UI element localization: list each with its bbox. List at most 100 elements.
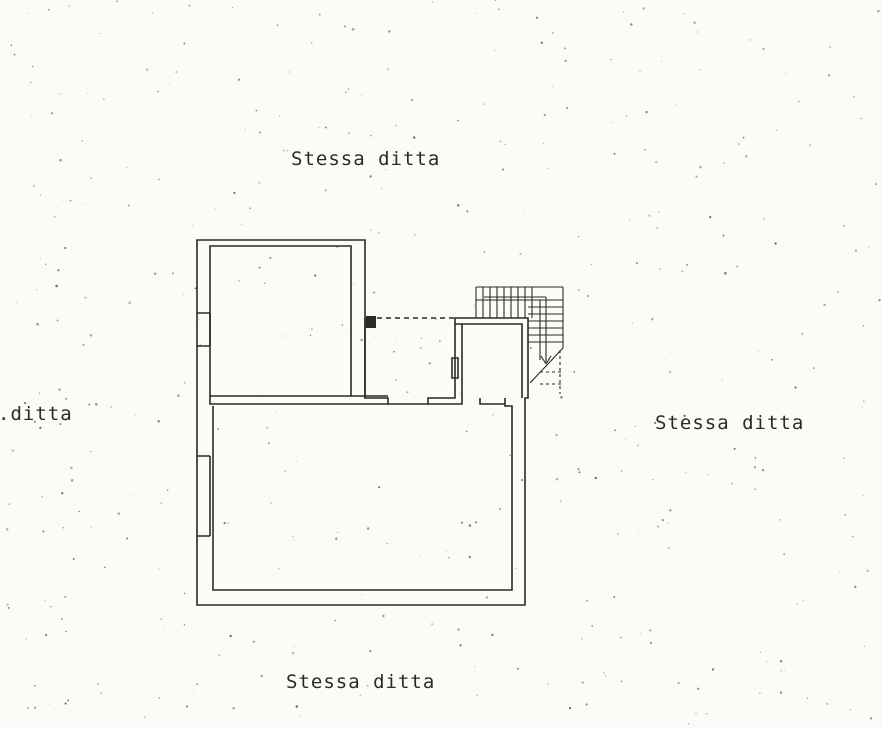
paper-speck [654, 421, 657, 424]
paper-speck [135, 415, 136, 417]
paper-speck [8, 503, 11, 505]
small-room-door [479, 398, 505, 405]
paper-speck [668, 370, 672, 374]
paper-speck [231, 7, 234, 9]
paper-speck [535, 16, 539, 20]
paper-speck [295, 460, 297, 462]
paper-speck [754, 488, 757, 490]
paper-speck [65, 630, 68, 633]
paper-speck [318, 13, 321, 16]
paper-speck [47, 703, 49, 705]
paper-speck [160, 502, 162, 504]
paper-speck [722, 234, 725, 237]
paper-speck [6, 603, 9, 606]
paper-speck [711, 668, 715, 671]
paper-speck [543, 142, 545, 144]
paper-speck [177, 394, 180, 397]
paper-speck [465, 430, 468, 433]
paper-speck [828, 74, 831, 77]
paper-speck [11, 449, 14, 452]
paper-speck [89, 334, 93, 337]
paper-speck [348, 132, 350, 134]
paper-speck [590, 263, 593, 266]
paper-speck [604, 675, 606, 677]
paper-speck [681, 270, 684, 273]
paper-speck [457, 98, 459, 100]
paper-speck [826, 703, 829, 705]
paper-speck [721, 379, 723, 381]
paper-speck [244, 129, 246, 131]
paper-speck [683, 12, 686, 15]
paper-speck [385, 169, 387, 171]
paper-speck [446, 550, 448, 552]
paper-speck [877, 9, 880, 13]
paper-speck [483, 250, 486, 253]
paper-speck [620, 636, 622, 639]
paper-speck [637, 529, 639, 531]
paper-speck [359, 694, 362, 697]
paper-speck [779, 669, 782, 672]
paper-speck [515, 567, 517, 570]
paper-speck [126, 167, 128, 169]
paper-speck [652, 478, 654, 481]
paper-speck [485, 596, 489, 599]
paper-speck [754, 456, 757, 459]
paper-speck [15, 302, 17, 304]
paper-speck [237, 78, 241, 81]
paper-speck [184, 382, 186, 384]
paper-speck [670, 352, 672, 354]
paper-speck [278, 567, 280, 570]
paper-speck [32, 66, 34, 68]
paper-speck [552, 85, 554, 87]
small-room-window [451, 357, 459, 379]
paper-speck [759, 651, 761, 653]
paper-speck [420, 337, 422, 339]
paper-speck [683, 414, 686, 417]
paper-speck [102, 98, 105, 101]
paper-speck [70, 466, 73, 469]
paper-speck [695, 175, 698, 178]
paper-speck [829, 46, 831, 48]
paper-speck [585, 703, 588, 706]
paper-speck [386, 542, 389, 545]
paper-speck [656, 227, 658, 229]
paper-speck [869, 717, 873, 720]
paper-speck [288, 71, 291, 73]
paper-speck [98, 32, 101, 34]
pillar-marker [366, 316, 376, 328]
paper-speck [636, 444, 639, 447]
paper-speck [100, 692, 103, 695]
stair-line [540, 355, 547, 365]
paper-speck [343, 25, 347, 28]
paper-speck [785, 72, 787, 75]
paper-speck [591, 624, 593, 627]
paper-speck [687, 722, 690, 725]
paper-speck [476, 694, 478, 696]
paper-speck [53, 215, 56, 218]
paper-speck [843, 224, 845, 227]
paper-speck [854, 249, 858, 252]
paper-speck [668, 547, 670, 549]
paper-speck [634, 426, 636, 428]
paper-speck [58, 388, 61, 391]
label-east-neighbor: Stessa ditta [655, 412, 805, 434]
label-west-neighbor: .ditta [0, 403, 73, 425]
paper-speck [372, 291, 376, 294]
paper-speck [812, 367, 815, 370]
paper-speck [381, 188, 383, 190]
paper-speck [145, 68, 149, 71]
paper-speck [563, 47, 567, 50]
paper-speck [227, 522, 230, 524]
paper-speck [624, 439, 626, 440]
paper-speck [192, 693, 194, 695]
paper-speck [869, 428, 871, 430]
paper-speck [823, 303, 826, 307]
paper-speck [658, 211, 660, 213]
paper-speck [10, 44, 13, 47]
paper-speck [310, 328, 313, 330]
paper-speck [501, 168, 504, 171]
paper-speck [361, 594, 363, 596]
paper-speck [435, 318, 437, 320]
paper-speck [31, 116, 33, 118]
paper-speck [25, 638, 27, 640]
